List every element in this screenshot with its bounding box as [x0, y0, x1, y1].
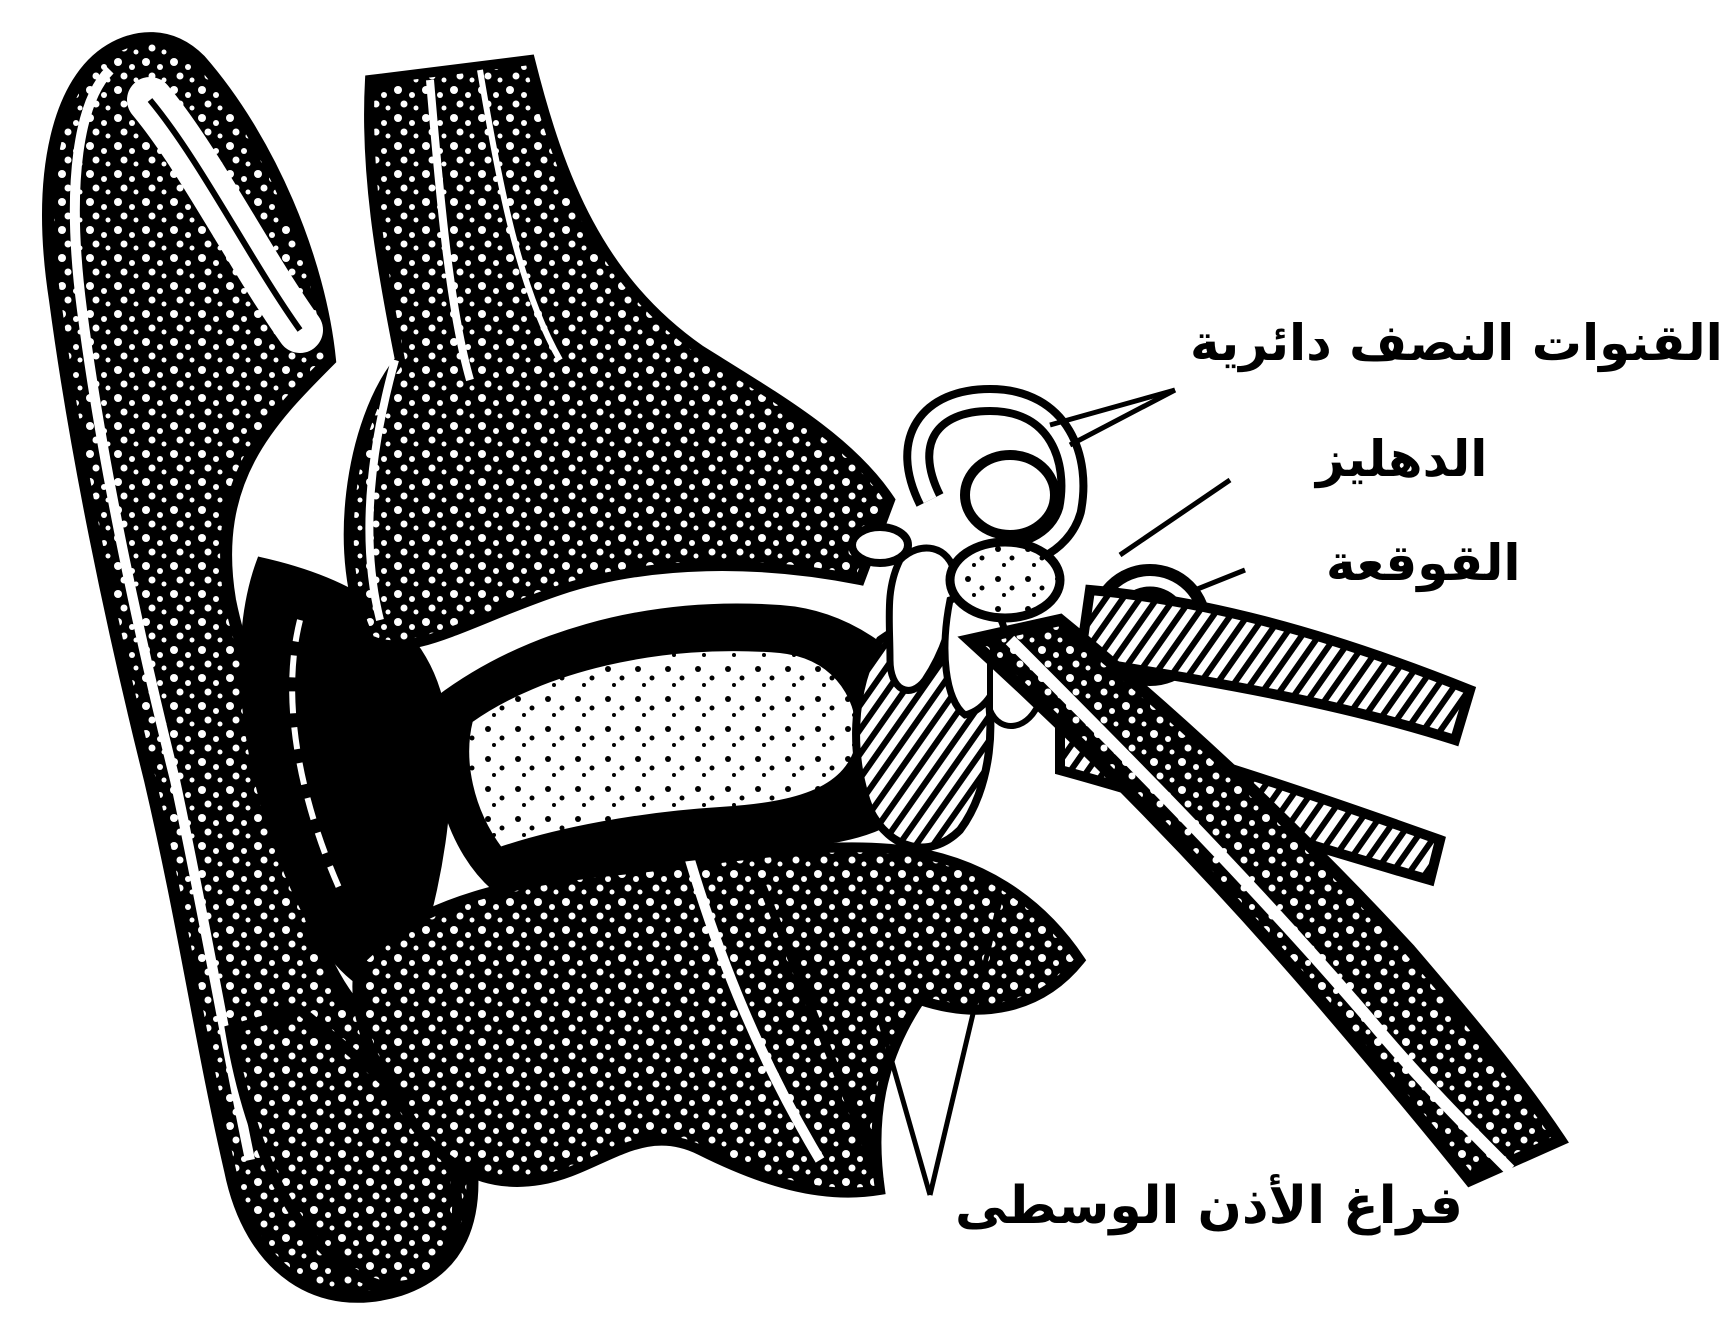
label-cochlea: القوقعة: [1326, 538, 1521, 588]
bone-column: [349, 60, 890, 645]
canal-loop-small: [852, 527, 908, 563]
vestibule: [950, 542, 1060, 618]
leader-middle-ear-a: [880, 1020, 930, 1195]
label-middle-ear-cavity: فراغ الأذن الوسطى: [955, 1180, 1463, 1232]
nerves-and-tube: [970, 590, 1560, 1180]
leader-cochlea: [1195, 570, 1245, 590]
leader-vestibule: [1120, 480, 1230, 555]
leader-canals-a: [1050, 390, 1175, 425]
label-semicircular-canals: القنوات النصف دائرية: [1190, 318, 1723, 368]
canal-loop-lateral: [965, 455, 1055, 535]
temporal-bone: [349, 60, 890, 645]
label-vestibule: الدهليز: [1316, 434, 1487, 484]
